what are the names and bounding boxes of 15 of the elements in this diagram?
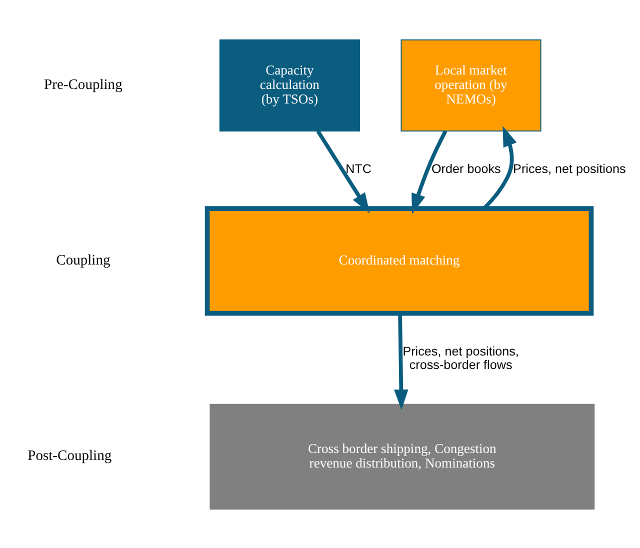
node-box: Local market operation (by NEMOs) bbox=[400, 38, 542, 131]
edge-label: NTC bbox=[346, 162, 372, 176]
arrow bbox=[482, 125, 517, 210]
edge-label: Order books bbox=[432, 162, 501, 176]
node-box: Coordinated matching bbox=[204, 206, 594, 316]
edge-label: Prices, net positions, cross-border flows bbox=[402, 344, 519, 372]
node-box: Capacity calculation (by TSOs) bbox=[219, 38, 360, 131]
arrow bbox=[412, 130, 448, 214]
label: Post-Coupling bbox=[28, 448, 112, 464]
edge-label: Prices, net positions bbox=[513, 162, 626, 176]
node-box: Cross border shipping, Congestion revenue distribution, Nominations bbox=[210, 403, 595, 510]
label: Pre-Coupling bbox=[44, 76, 122, 92]
label: Coupling bbox=[56, 252, 110, 268]
arrow bbox=[316, 130, 370, 213]
arrow bbox=[394, 312, 408, 410]
